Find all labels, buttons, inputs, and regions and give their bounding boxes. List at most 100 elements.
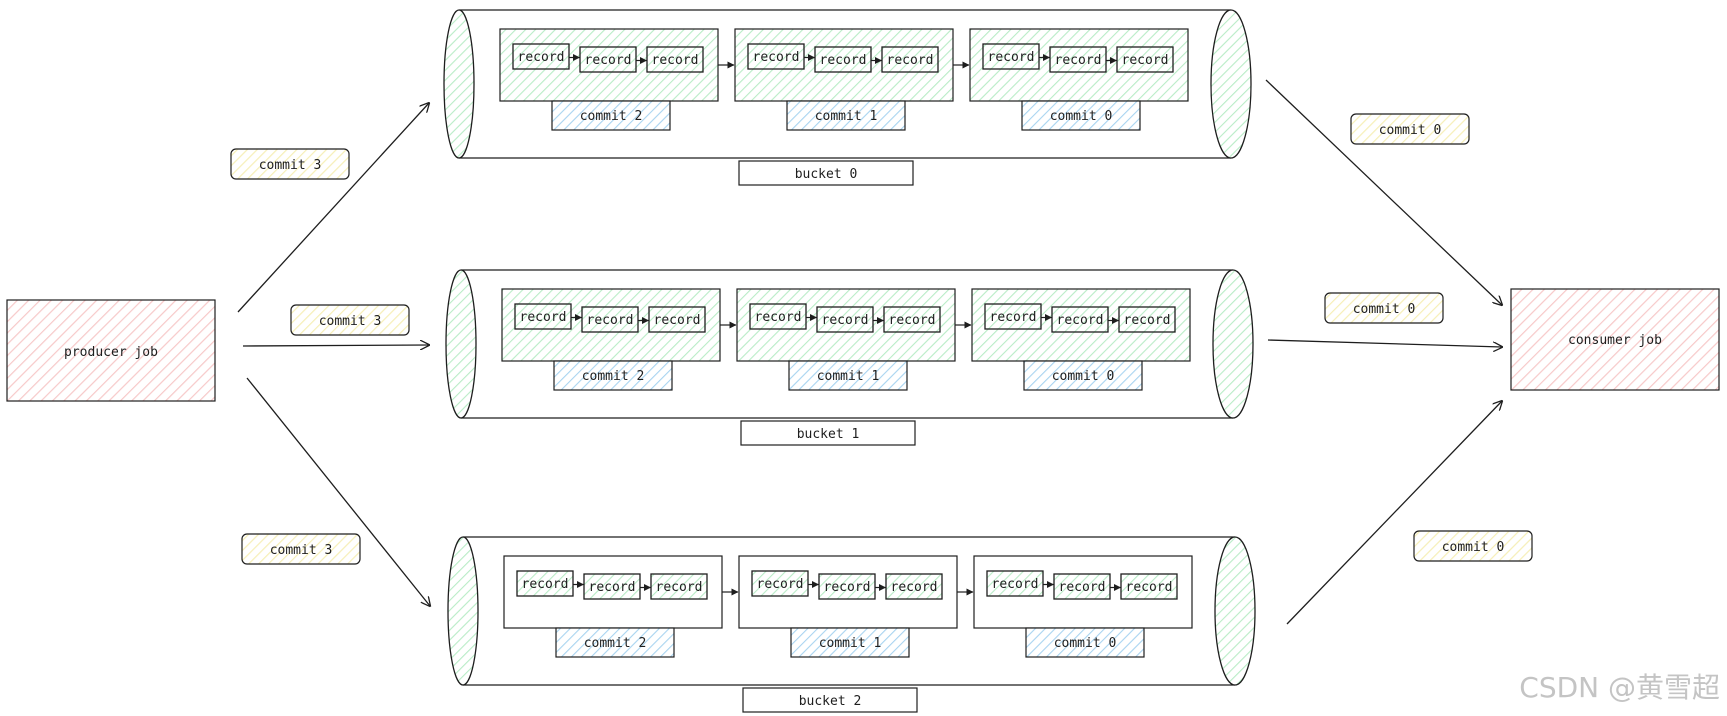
badge-text: commit 0: [1353, 302, 1416, 317]
record-box: [986, 570, 1044, 597]
record-label: record: [891, 580, 938, 595]
consumer-job-box: consumer job: [1510, 288, 1720, 391]
commit-label-text: commit 2: [580, 109, 643, 124]
record-label: record: [887, 53, 934, 68]
record-label: record: [988, 50, 1035, 65]
record-box: [818, 573, 876, 600]
record-box: [751, 570, 809, 597]
commit-label-tab: [1023, 360, 1143, 391]
commit-label-tab: [790, 627, 910, 658]
record-box: [514, 303, 572, 330]
record-label: record: [587, 313, 634, 328]
record-label: record: [1059, 580, 1106, 595]
arrow-from-bucket-1: [1267, 339, 1502, 347]
badge-box: [1350, 113, 1470, 145]
producer-flow-arrows: [237, 103, 430, 606]
record-box: [1053, 573, 1111, 600]
bucket-pipe-body: [459, 9, 1231, 159]
record-label: record: [992, 577, 1039, 592]
outgoing-commit-badge-2: commit 0: [1413, 530, 1533, 562]
arrow-to-bucket-2: [246, 377, 430, 606]
record-label: record: [522, 577, 569, 592]
commit-group-1: record record record commit 1: [736, 288, 972, 391]
bucket-2: record record record commit 2 record record re…: [447, 536, 1256, 713]
badge-box: [1324, 292, 1444, 324]
record-label: record: [656, 580, 703, 595]
bucket-label-box: [738, 160, 914, 186]
producer-job-box: producer job: [6, 299, 216, 402]
record-label: record: [822, 313, 869, 328]
commit-label-tab: [555, 627, 675, 658]
commit-label-tab: [788, 360, 908, 391]
record-box: [579, 46, 637, 73]
badge-text: commit 0: [1442, 540, 1505, 555]
record-box: [881, 46, 939, 73]
record-label: record: [1057, 313, 1104, 328]
record-box: [583, 573, 641, 600]
record-label: record: [757, 577, 804, 592]
commit-label-text: commit 0: [1054, 636, 1117, 651]
commit-label-text: commit 2: [584, 636, 647, 651]
record-label: record: [1126, 580, 1173, 595]
arrow-to-bucket-1: [242, 345, 429, 346]
arrow-from-bucket-2: [1286, 401, 1502, 625]
badge-box: [230, 148, 350, 180]
bucket-label-box: [742, 687, 918, 713]
commit-label-tab: [1025, 627, 1145, 658]
outgoing-commit-badge-0: commit 0: [1350, 113, 1470, 145]
arrow-to-bucket-0: [237, 103, 429, 313]
record-box: [749, 303, 807, 330]
record-box: [1051, 306, 1109, 333]
record-label: record: [652, 53, 699, 68]
record-label: record: [755, 310, 802, 325]
record-label: record: [824, 580, 871, 595]
badge-text: commit 3: [259, 158, 322, 173]
badge-box: [241, 533, 361, 565]
record-box: [1116, 46, 1174, 73]
bucket-label-text: bucket 2: [799, 694, 862, 709]
badge-text: commit 0: [1379, 123, 1442, 138]
record-box: [646, 46, 704, 73]
commit-label-text: commit 1: [815, 109, 878, 124]
record-box: [650, 573, 708, 600]
arrow-from-bucket-0: [1265, 79, 1502, 305]
commit-group-0: record record record commit 2: [499, 28, 735, 131]
bucket-pipe-left-end: [447, 536, 479, 686]
record-label: record: [585, 53, 632, 68]
commit-label-text: commit 1: [817, 369, 880, 384]
record-label: record: [520, 310, 567, 325]
record-label: record: [518, 50, 565, 65]
consumer-flow-arrows: [1265, 79, 1502, 625]
commit-label-tab: [551, 100, 671, 131]
commit-group-1: record record record commit 1: [734, 28, 970, 131]
record-label: record: [820, 53, 867, 68]
record-label: record: [1122, 53, 1169, 68]
commit-label-tab: [1021, 100, 1141, 131]
record-box: [982, 43, 1040, 70]
record-box: [1118, 306, 1176, 333]
record-box: [747, 43, 805, 70]
commit-label-tab: [786, 100, 906, 131]
badge-box: [290, 304, 410, 336]
record-box: [1049, 46, 1107, 73]
record-box: [816, 306, 874, 333]
commit-label-text: commit 1: [819, 636, 882, 651]
bucket-pipe-right-end: [1210, 9, 1252, 159]
bucket-pipe-right-end: [1214, 536, 1256, 686]
bucket-label-box: [740, 420, 916, 446]
record-label: record: [889, 313, 936, 328]
commit-label-tab: [553, 360, 673, 391]
record-box: [885, 573, 943, 600]
bucket-pipe-left-end: [445, 269, 477, 419]
bucket-label-text: bucket 1: [797, 427, 860, 442]
commit-label-text: commit 2: [582, 369, 645, 384]
record-label: record: [753, 50, 800, 65]
record-label: record: [1124, 313, 1171, 328]
bucket-pipe-right-end: [1212, 269, 1254, 419]
bucket-label-text: bucket 0: [795, 167, 858, 182]
